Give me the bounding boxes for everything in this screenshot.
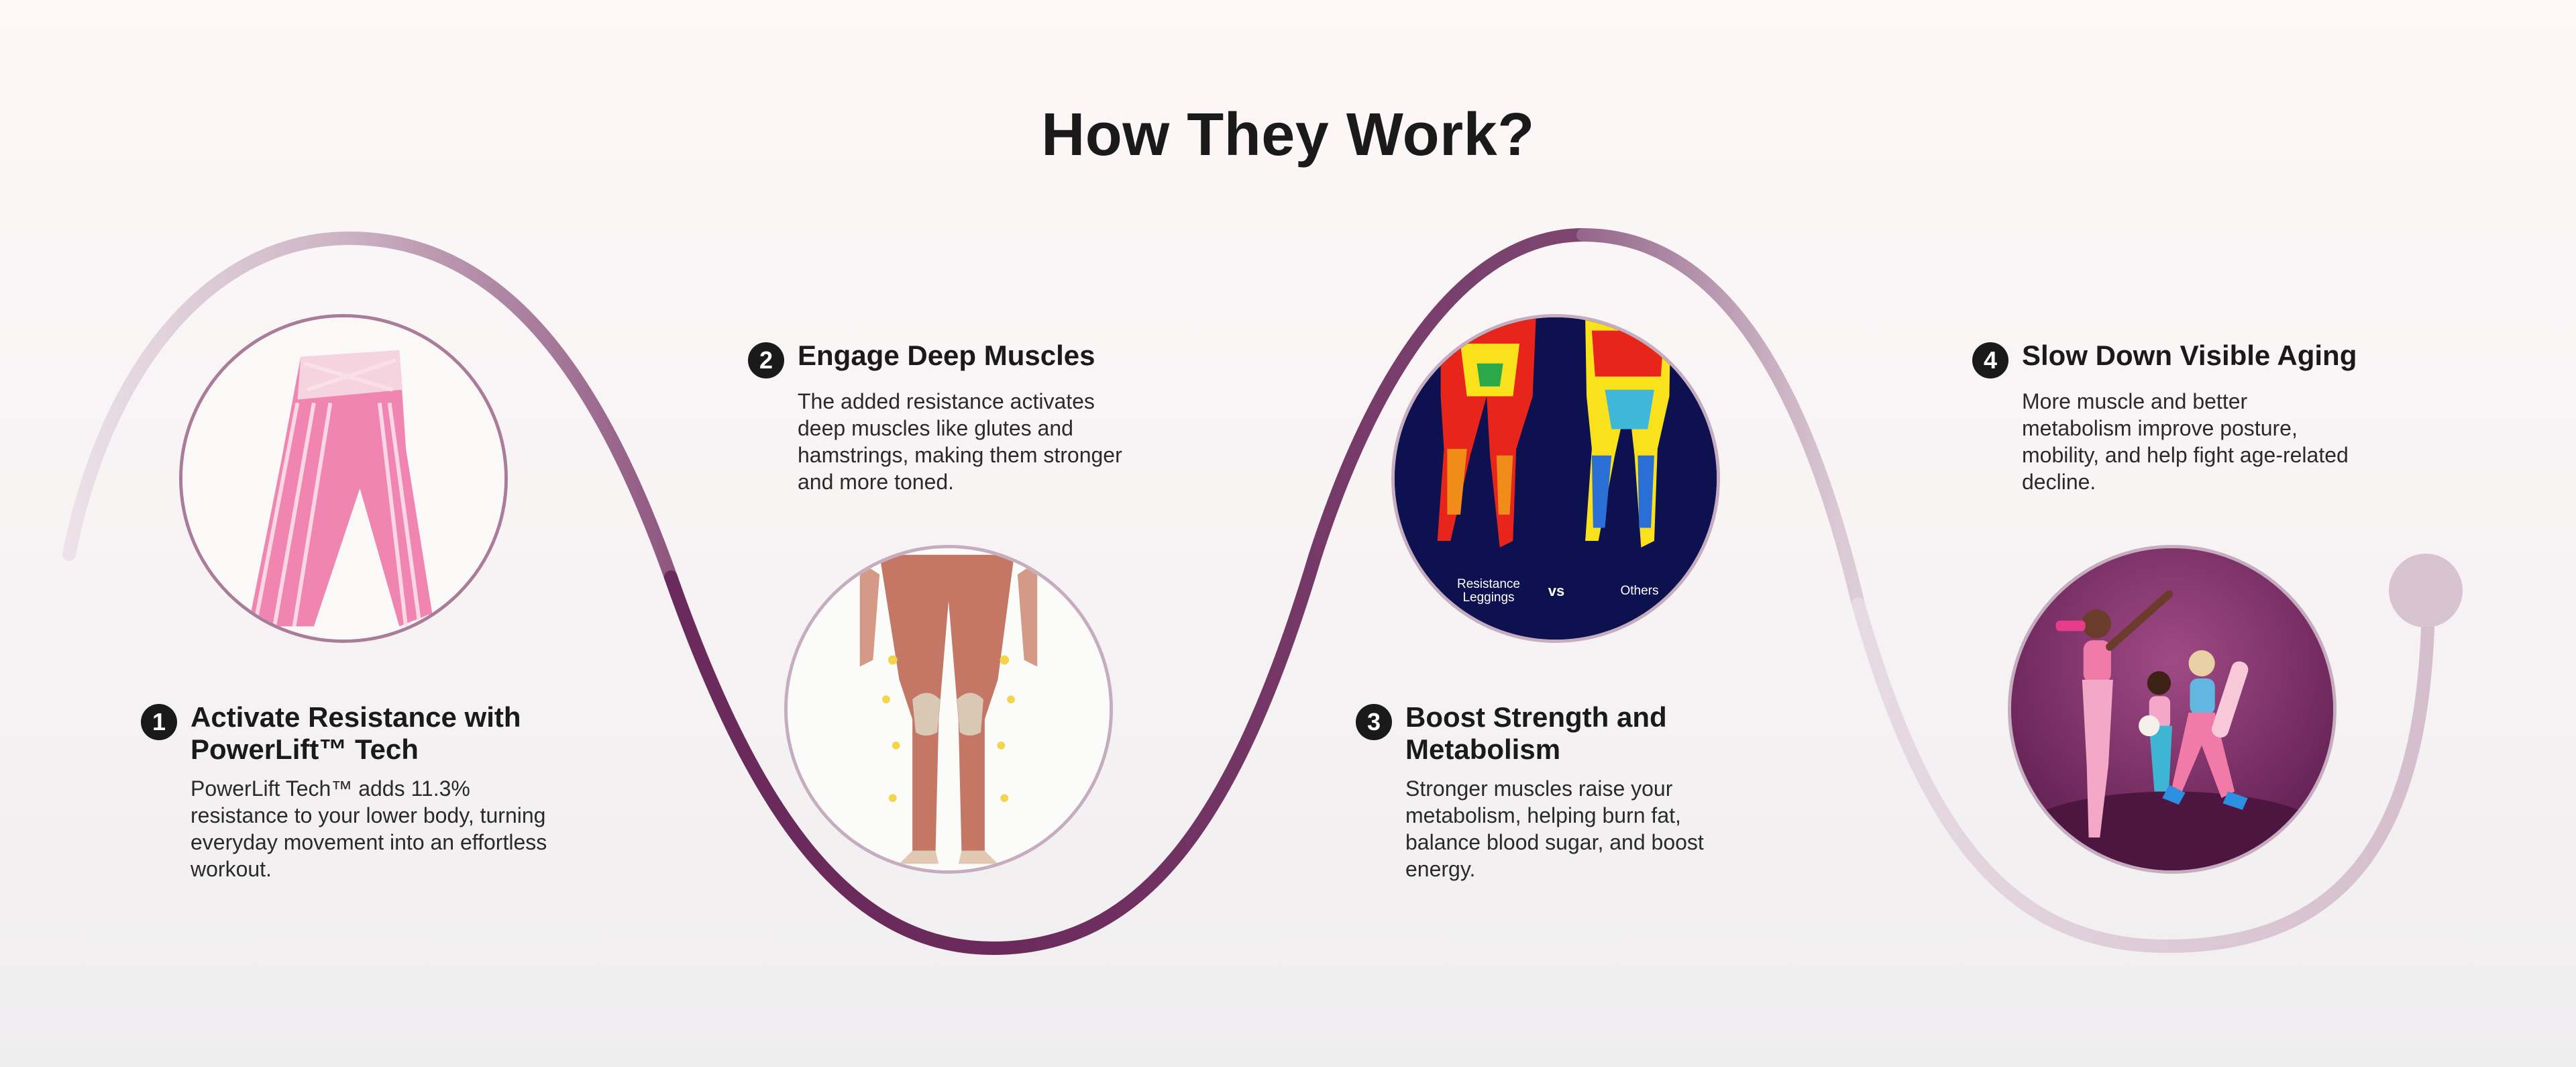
pink-leggings-image bbox=[179, 314, 508, 643]
step-title: Activate Resistance with PowerLift™ Tech bbox=[191, 701, 521, 765]
step-2: 2 Engage Deep Muscles The added resistan… bbox=[748, 340, 1184, 495]
step-number-badge: 1 bbox=[141, 704, 177, 740]
step-description: Stronger muscles raise your metabolism, … bbox=[1405, 776, 1704, 881]
step-number-badge: 2 bbox=[748, 342, 784, 378]
step-title: Slow Down Visible Aging bbox=[2022, 340, 2357, 371]
step-title: Boost Strength and Metabolism bbox=[1405, 701, 1667, 765]
step-4: 4 Slow Down Visible Aging More muscle an… bbox=[1972, 340, 2408, 495]
thermal-label-others: Others bbox=[1620, 584, 1659, 598]
thermal-label-resistance: Resistance Leggings bbox=[1457, 577, 1520, 605]
step-title: Engage Deep Muscles bbox=[798, 340, 1095, 371]
step-description: More muscle and better metabolism improv… bbox=[2022, 389, 2349, 494]
step-1: 1 Activate Resistance with PowerLift™ Te… bbox=[141, 701, 577, 882]
thermal-comparison-image: Resistance Leggings vs Others bbox=[1391, 314, 1720, 643]
step-number-badge: 4 bbox=[1972, 342, 2008, 378]
leg-muscle-anatomy-image bbox=[784, 545, 1113, 874]
women-exercising-image bbox=[2008, 545, 2337, 874]
page-title: How They Work? bbox=[1041, 101, 1535, 168]
step-3: 3 Boost Strength and Metabolism Stronger… bbox=[1356, 701, 1792, 882]
step-description: PowerLift Tech™ adds 11.3% resistance to… bbox=[191, 776, 547, 881]
thermal-label-vs: vs bbox=[1548, 582, 1565, 599]
step-description: The added resistance activates deep musc… bbox=[798, 389, 1122, 494]
step-number-badge: 3 bbox=[1356, 704, 1392, 740]
